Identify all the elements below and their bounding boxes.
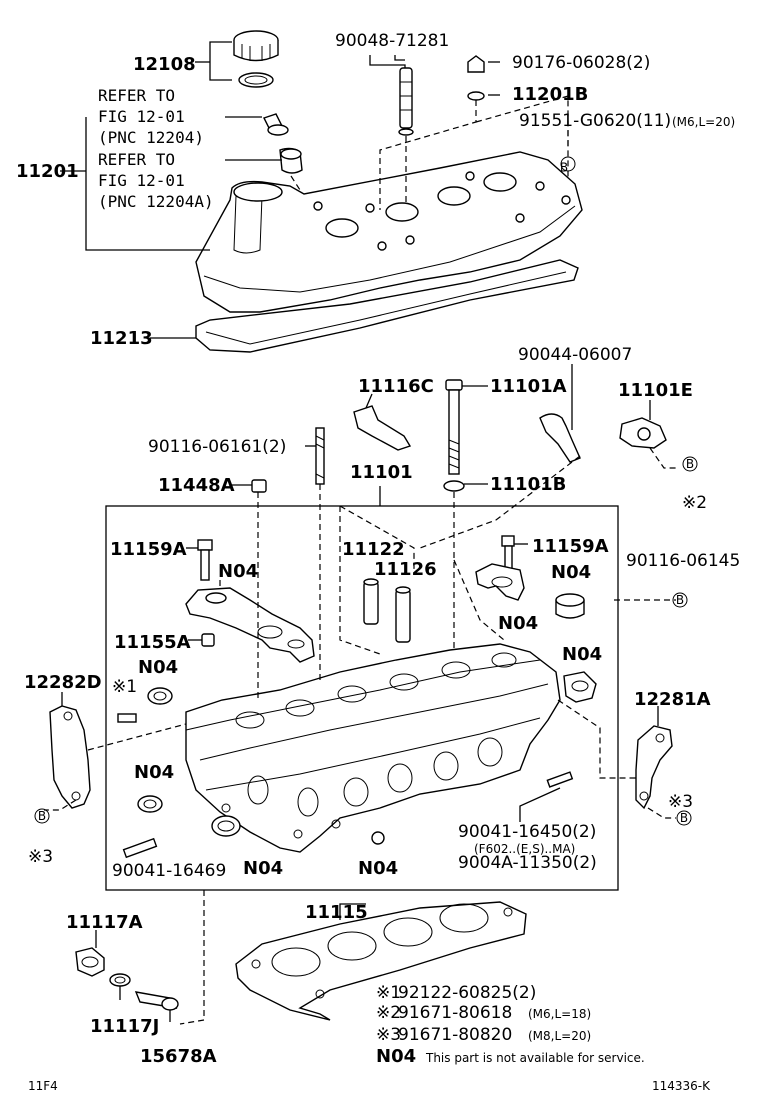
label-12282d[interactable]: 12282D (24, 672, 102, 693)
label-90176-06028[interactable]: 90176-06028(2) (512, 53, 650, 73)
refer-2-line1: REFER TO (98, 150, 175, 169)
legend-2-mark: ※2 (376, 1003, 401, 1023)
label-90048-71281[interactable]: 90048-71281 (335, 31, 449, 51)
label-91551-sub: (M6,L=20) (672, 115, 735, 129)
label-90116-06145[interactable]: 90116-06145 (626, 551, 740, 571)
head-gasket-drawing (235, 901, 527, 1021)
label-9004a-11350[interactable]: 9004A-11350(2) (458, 853, 597, 873)
label-x3-left: ※3 (28, 847, 53, 867)
refer-2-line2[interactable]: FIG 12-01 (98, 171, 185, 190)
label-11116c[interactable]: 11116C (358, 376, 434, 397)
label-n04-bearingcap: N04 (498, 613, 538, 634)
label-n04-seal: N04 (134, 762, 174, 783)
label-11126[interactable]: 11126 (374, 559, 437, 580)
legend-1-text[interactable]: 92122-60825(2) (398, 983, 536, 1003)
label-90044-06007[interactable]: 90044-06007 (518, 345, 632, 365)
label-90116-06161[interactable]: 90116-06161(2) (148, 437, 286, 457)
label-n04-cup: N04 (551, 562, 591, 583)
pcv-valve-drawing (263, 113, 303, 174)
label-12108[interactable]: 12108 (133, 54, 196, 75)
b-mark-2: B (686, 457, 694, 471)
label-90041-16469[interactable]: 90041-16469 (112, 861, 226, 881)
footnote-legend: ※1 92122-60825(2) ※2 91671-80618 (M6,L=1… (376, 983, 645, 1067)
label-11448a[interactable]: 11448A (158, 475, 235, 496)
ref-b-circles (34, 156, 698, 826)
legend-2-text[interactable]: 91671-80618 (398, 1003, 512, 1023)
valve-90048-drawing (398, 67, 414, 136)
label-11122[interactable]: 11122 (342, 539, 405, 560)
legend-n04-text: This part is not available for service. (425, 1051, 645, 1065)
label-n04-dot: N04 (358, 858, 398, 879)
refer-2-line3: (PNC 12204A) (98, 192, 214, 211)
label-11213[interactable]: 11213 (90, 328, 153, 349)
label-n04-seal-left: N04 (138, 657, 178, 678)
label-11159a-right[interactable]: 11159A (532, 536, 609, 557)
oil-filler-cap-drawing (233, 30, 279, 88)
drawing-number: 114336-K (652, 1079, 711, 1093)
head-bolt-drawing (443, 379, 465, 492)
label-12281a[interactable]: 12281A (634, 689, 711, 710)
label-11155a[interactable]: 11155A (114, 632, 191, 653)
figure-code: 11F4 (28, 1079, 58, 1093)
label-11201b[interactable]: 11201B (512, 84, 588, 105)
label-11159a-left[interactable]: 11159A (110, 539, 187, 560)
b-mark-5: B (680, 811, 688, 825)
label-15678a[interactable]: 15678A (140, 1046, 217, 1067)
label-90041-16450[interactable]: 90041-16450(2) (458, 822, 596, 842)
label-n04-fitting: N04 (562, 644, 602, 665)
label-11117j[interactable]: 11117J (90, 1016, 159, 1037)
engine-hanger-right-drawing (635, 725, 673, 810)
legend-3-text[interactable]: 91671-80820 (398, 1025, 512, 1045)
engine-hanger-left-drawing (49, 705, 91, 809)
legend-n04-mark: N04 (376, 1046, 416, 1067)
label-11201[interactable]: 11201 (16, 161, 79, 182)
label-11115[interactable]: 11115 (305, 902, 368, 923)
cylinder-head-frame (105, 505, 619, 891)
label-11101e[interactable]: 11101E (618, 380, 693, 401)
label-x3-right: ※3 (668, 792, 693, 812)
label-11101[interactable]: 11101 (350, 462, 413, 483)
legend-3-mark: ※3 (376, 1025, 401, 1045)
label-11117a[interactable]: 11117A (66, 912, 143, 933)
b-mark-3: B (676, 593, 684, 607)
b-mark-1: B (560, 161, 568, 175)
label-90041-16450-sub: (F602..(E,S)..MA) (474, 842, 575, 856)
label-n04-plug: N04 (243, 858, 283, 879)
legend-1-mark: ※1 (376, 983, 401, 1003)
part-labels: 12108 90048-71281 90176-06028(2) 11201B … (16, 31, 740, 1093)
cylinder-head-drawing (185, 643, 561, 853)
refer-1-line2[interactable]: FIG 12-01 (98, 107, 185, 126)
label-91551-g0620[interactable]: 91551-G0620(11) (519, 111, 671, 131)
label-n04-camhousing: N04 (218, 561, 258, 582)
head-cover-drawing (195, 30, 583, 353)
label-x1-stud: ※1 (112, 677, 137, 697)
label-x2: ※2 (682, 493, 707, 513)
b-mark-4: B (38, 809, 46, 823)
legend-3-sub: (M8,L=20) (528, 1029, 591, 1043)
refer-1-line1: REFER TO (98, 86, 175, 105)
refer-1-line3: (PNC 12204) (98, 128, 204, 147)
legend-2-sub: (M6,L=18) (528, 1007, 591, 1021)
label-11101a[interactable]: 11101A (490, 376, 567, 397)
label-11101b[interactable]: 11101B (490, 474, 566, 495)
